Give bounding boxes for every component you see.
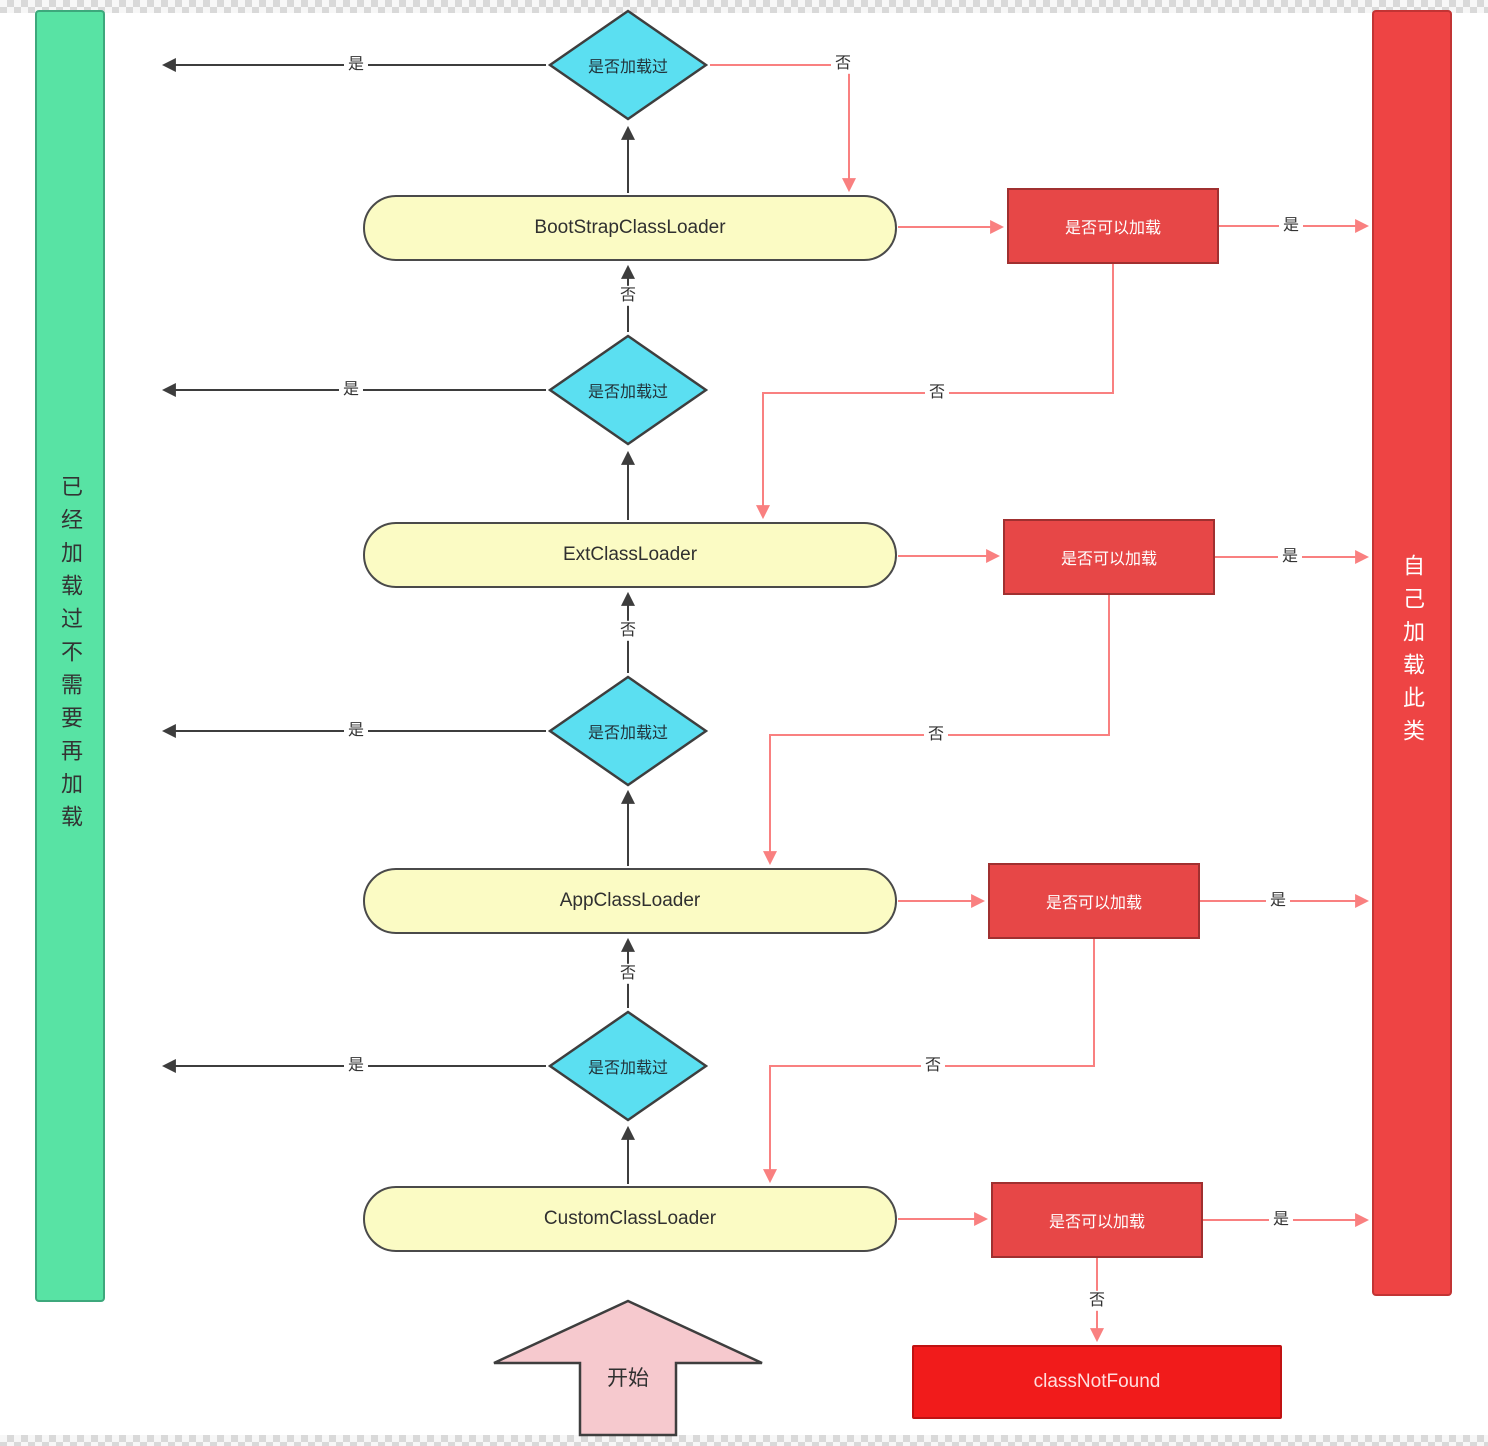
decision-label-2: 是否加载过 <box>587 384 668 401</box>
decision-label-1: 是否加载过 <box>587 59 668 76</box>
branch-label-no-4: 否 <box>830 53 856 75</box>
branch-label-yes-4: 是 <box>343 1055 369 1077</box>
can-load-box-4: 是否可以加载 <box>991 1182 1203 1258</box>
branch-label-no-3: 否 <box>615 963 641 985</box>
already-loaded-bar: 已经加载过不需要再加载 <box>35 10 105 1302</box>
start-arrow-shape <box>493 1299 763 1437</box>
class-not-found-label: classNotFound <box>1033 1371 1161 1392</box>
can-load-box-1: 是否可以加载 <box>1007 188 1219 264</box>
can-load-box-3: 是否可以加载 <box>988 863 1200 939</box>
node-ext-classloader: ExtClassLoader <box>363 522 897 588</box>
branch-label-no-5: 否 <box>924 382 950 404</box>
can-load-label-3: 是否可以加载 <box>1045 895 1142 912</box>
branch-label-no-7: 否 <box>920 1055 946 1077</box>
branch-label-no-8: 否 <box>1084 1290 1110 1312</box>
self-load-bar: 自己加载此类 <box>1372 10 1452 1296</box>
node-bootstrap-classloader: BootStrapClassLoader <box>363 195 897 261</box>
already-loaded-bar-label: 已经加载过不需要再加载 <box>58 474 83 838</box>
can-load-label-2: 是否可以加载 <box>1060 551 1157 568</box>
branch-label-no-6: 否 <box>923 724 949 746</box>
branch-label-yes-3: 是 <box>343 720 369 742</box>
self-load-bar-label: 自己加载此类 <box>1400 554 1425 752</box>
node-bootstrap-label: BootStrapClassLoader <box>534 217 726 238</box>
decision-label-4: 是否加载过 <box>587 1060 668 1077</box>
edge-decision1-no-to-bootstrap <box>710 64 856 193</box>
node-app-classloader: AppClassLoader <box>363 868 897 934</box>
transparency-checker-top <box>0 0 1488 13</box>
node-custom-classloader: CustomClassLoader <box>363 1186 897 1252</box>
branch-label-yes-1: 是 <box>343 54 369 76</box>
transparency-checker-bottom <box>0 1435 1488 1446</box>
decision-diamond-4: 是否加载过 <box>548 1010 708 1122</box>
diamond-shape <box>548 675 708 787</box>
class-not-found-box: classNotFound <box>912 1345 1282 1419</box>
decision-diamond-3: 是否加载过 <box>548 675 708 787</box>
branch-label-yes-7: 是 <box>1265 890 1291 912</box>
decision-diamond-1: 是否加载过 <box>548 9 708 121</box>
branch-label-no-2: 否 <box>615 620 641 642</box>
branch-label-yes-6: 是 <box>1277 546 1303 568</box>
can-load-label-1: 是否可以加载 <box>1064 220 1161 237</box>
decision-diamond-2: 是否加载过 <box>548 334 708 446</box>
branch-label-yes-2: 是 <box>338 379 364 401</box>
branch-label-yes-5: 是 <box>1278 215 1304 237</box>
branch-label-yes-8: 是 <box>1268 1209 1294 1231</box>
can-load-label-4: 是否可以加载 <box>1048 1214 1145 1231</box>
node-app-label: AppClassLoader <box>559 890 701 911</box>
diamond-shape <box>548 9 708 121</box>
decision-label-3: 是否加载过 <box>587 725 668 742</box>
diamond-shape <box>548 1010 708 1122</box>
node-custom-label: CustomClassLoader <box>543 1208 717 1229</box>
start-label: 开始 <box>607 1367 649 1390</box>
diamond-shape <box>548 334 708 446</box>
branch-label-no-1: 否 <box>615 285 641 307</box>
can-load-box-2: 是否可以加载 <box>1003 519 1215 595</box>
node-ext-label: ExtClassLoader <box>562 544 698 565</box>
start-arrow: 开始 <box>490 1299 766 1437</box>
